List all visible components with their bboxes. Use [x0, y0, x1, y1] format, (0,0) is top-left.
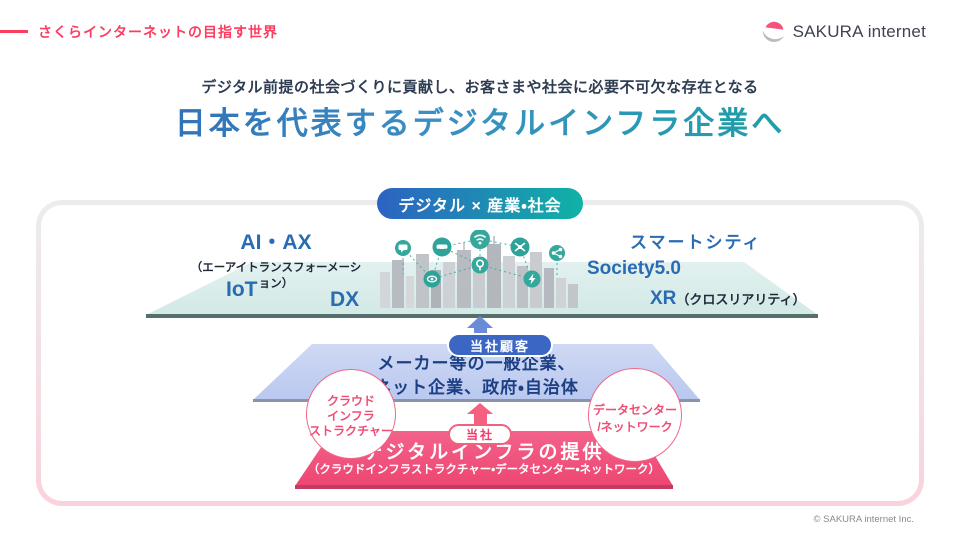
arrow-up-blue-shaft — [474, 327, 487, 337]
datacenter-network-circle: データセンター /ネットワーク — [588, 368, 682, 462]
customer-line2: ネット企業、政府・自治体 — [374, 378, 579, 397]
eye-icon — [423, 270, 441, 288]
label-xr: XR — [650, 288, 677, 309]
customer-line1: メーカー等の一般企業、 — [377, 354, 576, 373]
slide-title: 日本を代表するデジタルインフラ企業へ — [0, 98, 960, 143]
our-company-badge: 当社 — [448, 424, 512, 445]
cloud-circle-line3: ストラクチャー — [309, 424, 393, 438]
arrow-up-pink — [467, 403, 493, 414]
company-layer-baseline — [295, 485, 673, 489]
cloud-circle-line2: インフラ — [327, 409, 375, 423]
arrow-up-blue — [467, 316, 493, 328]
dc-circle-line2: /ネットワーク — [597, 420, 673, 434]
share-icon — [549, 245, 565, 261]
eyebrow-accent-line — [0, 30, 28, 33]
logo-wordmark: SAKURA internet — [792, 22, 926, 41]
company-layer-title: デジタルインフラの提供 — [363, 442, 605, 463]
chat-icon — [395, 240, 411, 256]
company-layer-subtitle: （クラウドインフラストラクチャー・データセンター・ネットワーク） — [307, 464, 661, 476]
slide-eyebrow: さくらインターネットの目指す世界 — [38, 24, 278, 40]
car-icon — [432, 237, 452, 257]
our-customers-badge: 当社顧客 — [447, 333, 553, 357]
arrow-up-pink-shaft — [474, 413, 487, 426]
cloud-circle-line1: クラウド — [326, 394, 375, 408]
pin-icon — [471, 256, 489, 274]
dc-circle-line1: データセンター — [592, 403, 677, 417]
slide-subtitle: デジタル前提の社会づくりに貢献し、お客さまや社会に必要不可欠な存在となる — [201, 79, 759, 96]
label-dx: DX — [330, 288, 360, 311]
copyright-text: © SAKURA internet Inc. — [813, 514, 914, 525]
label-ai-ax: AI・AX — [240, 231, 312, 254]
cloud-infrastructure-circle: クラウド インフラ ストラクチャー — [306, 369, 396, 459]
sakura-internet-logo: SAKURA internet — [759, 16, 926, 48]
customer-layer-baseline — [253, 399, 700, 402]
label-society50: Society5.0 — [587, 258, 681, 279]
wifi-icon — [470, 230, 490, 249]
customer-layer-text: メーカー等の一般企業、 ネット企業、政府・自治体 — [253, 352, 700, 400]
label-smart-city: スマートシティ — [630, 233, 762, 252]
digital-industry-society-badge: デジタル × 産業・社会 — [377, 188, 583, 219]
label-xr-note: （クロスリアリティ） — [676, 292, 806, 307]
label-ai-ax-block: AI・AX （エーアイトランスフォーメーション） — [186, 226, 366, 291]
bolt-icon — [523, 270, 541, 288]
drone-icon — [510, 237, 530, 257]
label-iot: IoT — [226, 278, 258, 301]
city-icon-nodes — [395, 230, 565, 288]
sakura-logo-icon — [759, 16, 789, 48]
label-ai-ax-note: （エーアイトランスフォーメーション） — [190, 262, 362, 290]
smart-city-illustration — [380, 230, 578, 308]
label-xr-block: XR（クロスリアリティ） — [650, 288, 806, 310]
